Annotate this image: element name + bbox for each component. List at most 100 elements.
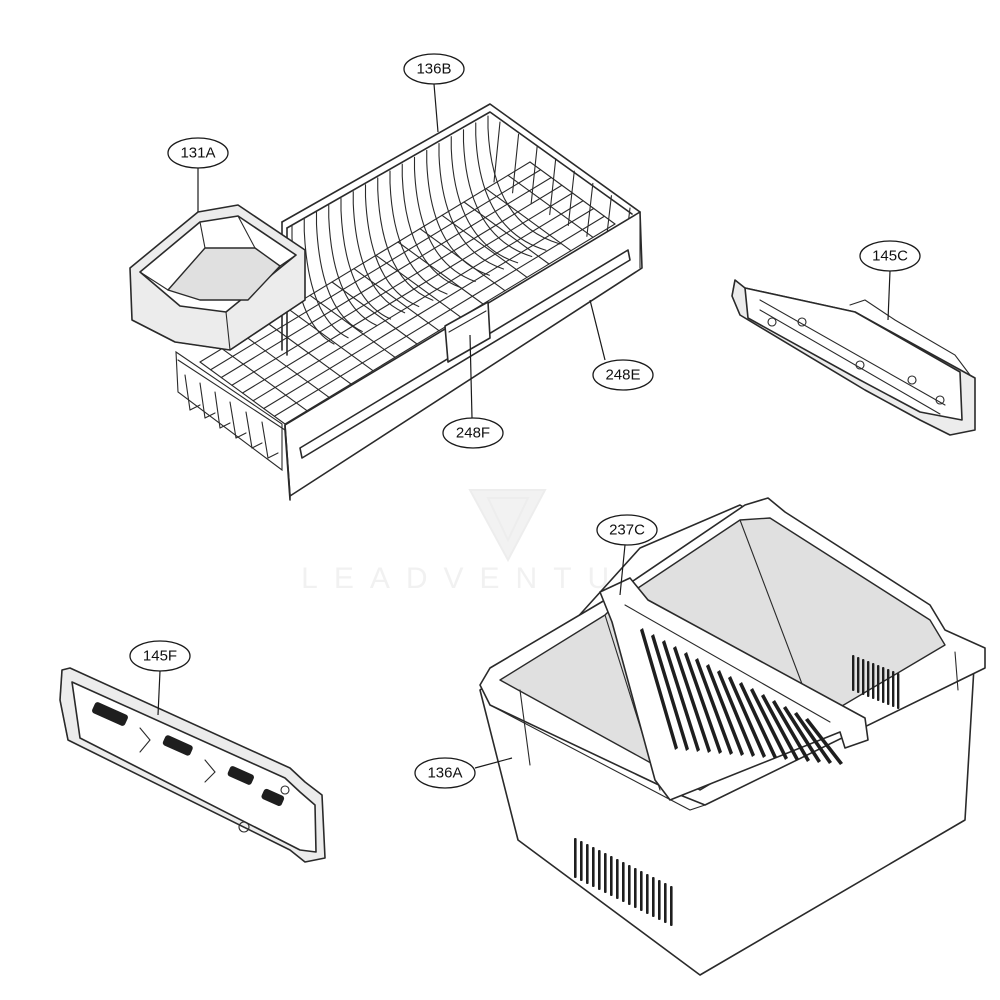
drawer-rear-vent	[867, 661, 870, 697]
divider-slot	[684, 652, 722, 754]
basket-wire	[389, 170, 448, 295]
callout-131a[interactable]: 131A	[180, 145, 215, 162]
basket-grid-wire	[419, 228, 506, 292]
divider-slot	[750, 688, 788, 760]
callout-248e[interactable]: 248E	[605, 367, 640, 384]
drawer-vent	[634, 868, 637, 908]
callout-136a-oval	[414, 757, 476, 789]
basket-wire	[352, 191, 406, 314]
callouts: 136B 131A 145C 248E 248F 237C 145F 136A	[129, 53, 921, 789]
watermark-logo-icon	[468, 489, 547, 563]
divider-slot	[728, 676, 766, 758]
drawer-rear-vent	[882, 667, 885, 703]
divider-slot	[794, 712, 832, 764]
drawer-vent	[664, 883, 667, 923]
drawer-rear-vent	[872, 663, 875, 699]
part-145c-rail	[731, 279, 976, 436]
basket-grid-wire	[397, 241, 484, 305]
basket-grid-wire	[210, 169, 542, 371]
basket-grid-wire	[243, 334, 330, 398]
drawer-vent	[610, 856, 613, 896]
callout-145c-oval	[859, 240, 921, 272]
basket-wire	[487, 115, 561, 245]
basket-wire	[340, 197, 392, 320]
basket-wire	[413, 156, 476, 283]
callout-237c-oval	[596, 514, 658, 546]
basket-end-wire	[567, 170, 575, 226]
basket-wire	[364, 184, 420, 308]
divider-slot	[761, 694, 799, 761]
callout-136b-oval	[403, 53, 465, 85]
basket-grid-wire	[265, 321, 352, 385]
drawer-rear-vent	[852, 655, 855, 691]
basket-grid-wire	[463, 201, 550, 265]
callout-136b[interactable]: 136B	[416, 61, 451, 78]
basket-wire	[303, 218, 349, 339]
basket-grid-wire	[441, 214, 528, 278]
drawer-vent	[598, 850, 601, 890]
basket-grid-wire	[331, 281, 418, 345]
divider-slot	[772, 700, 810, 762]
callout-248f[interactable]: 248F	[456, 425, 490, 442]
part-136b-wire-basket	[175, 103, 643, 501]
basket-grid-wire	[375, 254, 462, 318]
basket-grid-wire	[199, 361, 286, 425]
divider-slot	[662, 640, 700, 752]
basket-grid-wire	[241, 192, 574, 394]
basket-end-wire	[493, 121, 501, 183]
drawer-vent	[580, 841, 583, 881]
callout-145f-oval	[129, 640, 191, 672]
basket-grid-wire	[252, 200, 584, 402]
basket-grid-wire	[529, 161, 616, 225]
basket-end-wire	[530, 146, 538, 205]
drawer-vent	[658, 880, 661, 920]
basket-grid-wire	[231, 184, 563, 386]
callout-248e-oval	[592, 359, 654, 391]
basket-end-wire	[512, 133, 520, 194]
divider-slot	[640, 628, 678, 750]
drawer-rear-vent	[887, 669, 890, 705]
drawer-vent	[574, 838, 577, 878]
drawer-vent	[616, 859, 619, 899]
drawer-vent	[646, 874, 649, 914]
drawer-vent	[652, 877, 655, 917]
drawer-rear-vent	[857, 657, 860, 693]
basket-grid-wire	[221, 348, 308, 412]
drawer-rear-vent	[862, 659, 865, 695]
part-131a-small-bin	[129, 204, 306, 351]
divider-slot	[651, 634, 689, 751]
divider-slot	[783, 706, 821, 763]
drawer-vent	[604, 853, 607, 893]
basket-wire	[377, 177, 434, 301]
drawer-rear-vent	[877, 665, 880, 701]
divider-slot	[673, 646, 711, 753]
basket-grid-wire	[309, 294, 396, 358]
drawer-vent	[592, 847, 595, 887]
basket-grid-wire	[287, 308, 374, 372]
basket-wire	[315, 211, 363, 333]
callout-145c[interactable]: 145C	[872, 248, 908, 265]
callout-145f[interactable]: 145F	[143, 648, 177, 665]
basket-wire	[328, 204, 377, 326]
drawer-vent	[640, 871, 643, 911]
basket-wire	[475, 122, 547, 251]
basket-wire	[450, 136, 519, 264]
divider-slot	[695, 658, 733, 755]
basket-end-wire	[586, 182, 594, 237]
basket-grid-wire	[273, 215, 605, 417]
divider-slot	[706, 664, 744, 756]
basket-end-wire	[549, 158, 557, 216]
callout-136a[interactable]: 136A	[427, 765, 462, 782]
callout-237c[interactable]: 237C	[609, 522, 645, 539]
divider-slot	[739, 682, 777, 759]
divider-slot	[805, 718, 843, 765]
drawer-vent	[628, 865, 631, 905]
basket-grid-wire	[485, 188, 572, 252]
part-136a-drawer	[479, 497, 986, 976]
divider-slot	[717, 670, 755, 757]
drawer-vent	[670, 886, 673, 926]
callout-131a-oval	[167, 137, 229, 169]
drawer-vent	[586, 844, 589, 884]
basket-grid-wire	[220, 176, 552, 379]
